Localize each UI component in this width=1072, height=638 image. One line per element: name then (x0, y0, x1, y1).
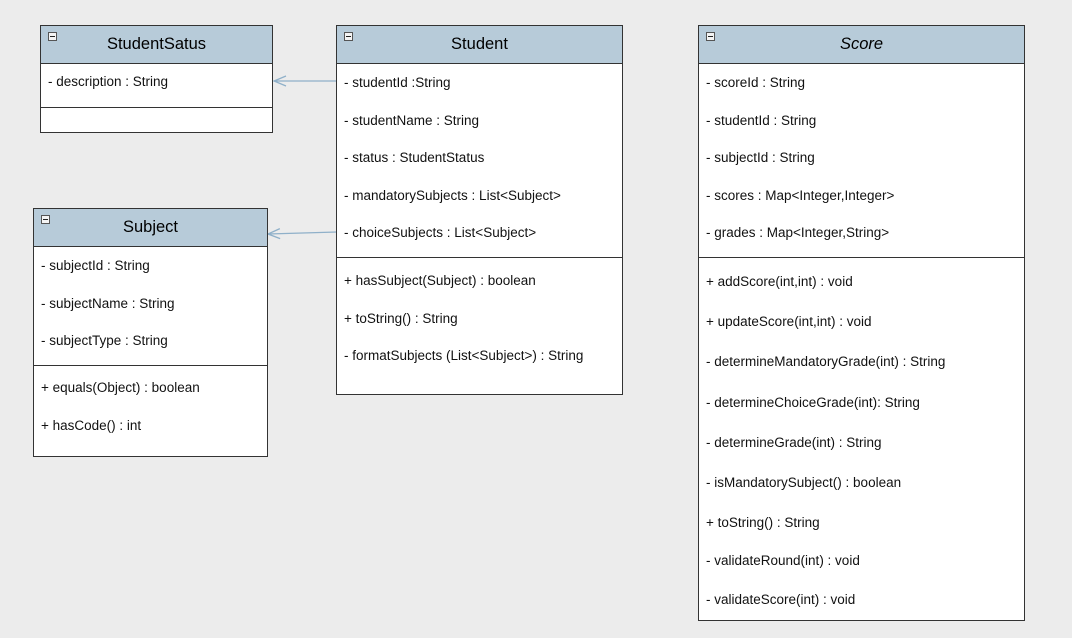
attribute: - description : String (48, 74, 169, 89)
attribute: - grades : Map<Integer,String> (706, 225, 890, 240)
class-name: Subject (122, 218, 179, 236)
operation: - determineGrade(int) : String (706, 435, 882, 450)
class-header[interactable]: Student (337, 26, 622, 64)
class-name: Score (839, 35, 884, 53)
operations-section: + hasSubject(Subject) : boolean + toStri… (337, 258, 622, 375)
attribute: - choiceSubjects : List<Subject> (344, 225, 537, 240)
class-name: StudentSatus (106, 35, 207, 53)
collapse-icon[interactable] (706, 32, 715, 41)
operation: + toString() : String (344, 310, 458, 326)
attribute: - studentId : String (706, 112, 817, 128)
operations-section (41, 108, 272, 132)
student-to-subject-arrow[interactable] (268, 232, 338, 234)
operation: + hasCode() : int (41, 417, 142, 433)
operation: - formatSubjects (List<Subject>) : Strin… (344, 348, 584, 363)
operation: - isMandatorySubject() : boolean (706, 475, 902, 490)
operations-section: + equals(Object) : boolean + hasCode() :… (34, 366, 267, 444)
attribute: - mandatorySubjects : List<Subject> (344, 187, 561, 203)
collapse-icon[interactable] (48, 32, 57, 41)
collapse-icon[interactable] (344, 32, 353, 41)
operation: - validateScore(int) : void (706, 591, 856, 607)
attribute: - studentName : String (344, 112, 480, 128)
attribute: - scoreId : String (706, 75, 806, 90)
operation: - validateRound(int) : void (706, 553, 860, 568)
attribute: - subjectType : String (41, 333, 168, 348)
class-name: Student (451, 35, 508, 53)
operation: + updateScore(int,int) : void (706, 314, 872, 329)
operation: - determineChoiceGrade(int): String (706, 394, 920, 410)
operation: + toString() : String (706, 514, 820, 530)
attributes-section: - scoreId : String - studentId : String … (699, 64, 1024, 258)
operation: + addScore(int,int) : void (706, 274, 853, 289)
attributes-section: - studentId :String - studentName : Stri… (337, 64, 622, 258)
attribute: - subjectName : String (41, 295, 175, 311)
class-student[interactable]: Student - studentId :String - studentNam… (336, 25, 623, 395)
class-score[interactable]: Score - scoreId : String - studentId : S… (698, 25, 1025, 621)
class-student-status[interactable]: StudentSatus - description : String (40, 25, 273, 133)
attributes-section: - subjectId : String - subjectName : Str… (34, 247, 267, 366)
class-header[interactable]: Subject (34, 209, 267, 247)
attributes-section: - description : String (41, 64, 272, 108)
collapse-icon[interactable] (41, 215, 50, 224)
class-header[interactable]: Score (699, 26, 1024, 64)
attribute: - status : StudentStatus (344, 150, 485, 165)
class-subject[interactable]: Subject - subjectId : String - subjectNa… (33, 208, 268, 457)
operation: + hasSubject(Subject) : boolean (344, 273, 536, 288)
operation: - determineMandatoryGrade(int) : String (706, 354, 946, 369)
attribute: - subjectId : String (41, 258, 150, 273)
attribute: - scores : Map<Integer,Integer> (706, 187, 895, 203)
operations-section: + addScore(int,int) : void + updateScore… (699, 258, 1024, 619)
attribute: - subjectId : String (706, 150, 815, 165)
attribute: - studentId :String (344, 75, 451, 90)
class-header[interactable]: StudentSatus (41, 26, 272, 64)
operation: + equals(Object) : boolean (41, 380, 200, 395)
